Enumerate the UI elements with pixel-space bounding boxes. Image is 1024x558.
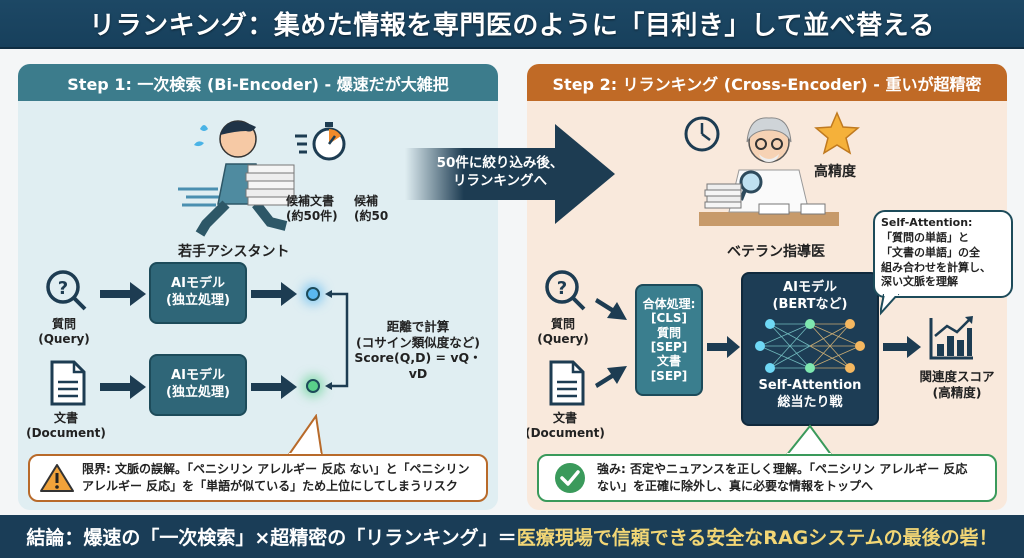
conclusion-text: 結論：爆速の「一次検索」×超精密の「リランキング」＝ <box>26 527 517 549</box>
query-sub: (Query) <box>38 332 90 346</box>
concat-line: 合体処理: <box>642 296 696 311</box>
precision-label: 高精度 <box>814 164 856 180</box>
bubble-line: 「文書の単語」の全 <box>881 245 980 259</box>
step2-header: Step 2: リランキング (Cross-Encoder) - 重いが超精密 <box>527 64 1007 101</box>
svg-text:?: ? <box>557 278 567 299</box>
bert-model-box: AIモデル (BERTなど) Self-Attention 総当たり戦 <box>741 272 879 426</box>
running-assistant-icon <box>178 120 295 237</box>
arrow-right-icon <box>883 336 921 358</box>
candidates-count: (約50件) <box>286 209 338 223</box>
star-icon <box>814 111 860 155</box>
big-arrow-shape <box>405 124 615 224</box>
arrow-right-icon <box>100 282 146 306</box>
query-text: 質問 <box>51 317 76 331</box>
warning-icon <box>40 464 74 492</box>
limitation-callout: 限界: 文脈の誤解。「ペニシリン アレルギー 反応 ない」と「ペニシリン アレル… <box>28 454 488 502</box>
arrow-right-icon <box>707 336 740 358</box>
candidates-count-2: (約50 <box>354 209 389 223</box>
model-sub: (独立処理) <box>166 385 230 400</box>
model-label: AIモデル <box>171 276 225 292</box>
relevance-score-label: 関連度スコア (高精度) <box>912 369 1002 400</box>
concat-line: 質問 <box>656 325 681 340</box>
concat-line: [SEP] <box>650 340 688 354</box>
distance-calc-label: 距離で計算 (コサイン類似度など) Score(Q,D) = vQ・vD <box>348 319 488 382</box>
document-icon <box>549 360 585 406</box>
query-vector-dot <box>306 287 320 301</box>
document-vector-dot <box>306 379 320 393</box>
query-search-icon: ? <box>545 270 586 311</box>
distance-bracket-icon <box>325 290 349 390</box>
check-circle-icon <box>555 463 585 493</box>
conclusion-highlight: 医療現場で信頼できる安全なRAGシステムの最後の砦！ <box>516 527 998 549</box>
transition-line: 50件に絞り込み後、 <box>436 155 564 171</box>
score-formula: Score(Q,D) = vQ・vD <box>354 350 482 381</box>
neural-network-icon <box>755 318 865 373</box>
model-sub: (独立処理) <box>166 293 230 308</box>
document-label: 文書 (Document) <box>26 411 106 441</box>
concat-line: [SEP] <box>650 368 688 383</box>
document-label: 文書 (Document) <box>527 411 605 441</box>
step1-header: Step 1: 一次検索 (Bi-Encoder) - 爆速だが大雑把 <box>18 64 498 101</box>
doc-sub: (Document) <box>527 426 605 440</box>
strength-callout: 強み: 否定やニュアンスを正しく理解。「ペニシリン アレルギー 反応 ない」を正… <box>537 454 997 502</box>
arrow-right-icon <box>251 375 297 399</box>
score-sub: (高精度) <box>932 384 982 400</box>
self-attention-bubble: Self-Attention: 「質問の単語」と 「文書の単語」の全 組み合わせ… <box>873 210 1013 298</box>
transition-text: 50件に絞り込み後、 リランキングへ <box>425 154 575 190</box>
candidates-label: 候補文書 (約50件) <box>286 194 338 224</box>
veteran-doctor-icon <box>699 117 839 226</box>
bubble-line: Self-Attention: <box>881 216 973 229</box>
step1-panel: Step 1: 一次検索 (Bi-Encoder) - 爆速だが大雑把 <box>18 64 498 510</box>
strength-text: 強み: 否定やニュアンスを正しく理解。「ペニシリン アレルギー 反応 ない」を正… <box>597 461 968 493</box>
transition-line: リランキングへ <box>452 173 548 190</box>
doc-sub: (Document) <box>26 426 106 440</box>
attention-sub: 総当たり戦 <box>777 394 843 410</box>
score-chart-icon <box>929 316 973 360</box>
candidates-text-2: 候補 <box>354 194 379 208</box>
bubble-line: 深い文脈を理解 <box>881 275 958 289</box>
query-sub: (Query) <box>537 332 589 346</box>
arrow-diagonal-down-icon <box>595 298 627 320</box>
concat-input-box: 合体処理: [CLS] 質問 [SEP] 文書 [SEP] <box>635 284 703 396</box>
candidates-label-duplicate: 候補 (約50 <box>354 194 388 224</box>
bubble-pointer <box>880 294 900 316</box>
doc-text: 文書 <box>552 411 577 425</box>
assistant-label: 若手アシスタント <box>178 244 290 260</box>
document-icon <box>50 360 86 406</box>
concat-line: [CLS] <box>650 311 688 326</box>
model-sub: (BERTなど) <box>772 296 848 312</box>
model-label: AIモデル <box>783 280 837 295</box>
distance-title: 距離で計算 <box>386 319 450 334</box>
clock-icon <box>684 116 720 152</box>
query-text: 質問 <box>550 317 575 331</box>
score-label: 関連度スコア <box>919 369 995 384</box>
ai-model-box-query: AIモデル (独立処理) <box>149 262 247 324</box>
concat-line: 文書 <box>656 354 681 369</box>
callout-pointer <box>784 424 834 456</box>
arrow-diagonal-up-icon <box>595 366 627 388</box>
arrow-right-icon <box>251 282 297 306</box>
page-title: リランキング：集めた情報を専門医のように「目利き」して並べ替える <box>89 11 935 41</box>
svg-text:?: ? <box>58 278 68 299</box>
query-label: 質問 (Query) <box>535 317 591 347</box>
query-search-icon: ? <box>46 270 87 311</box>
limitation-text: 限界: 文脈の誤解。「ペニシリン アレルギー 反応 ない」と「ペニシリン アレル… <box>82 461 470 493</box>
bubble-line: 組み合わせを計算し、 <box>881 260 991 274</box>
attention-label: Self-Attention <box>758 377 862 393</box>
doc-text: 文書 <box>53 411 78 425</box>
conclusion-bar: 結論：爆速の「一次検索」×超精密の「リランキング」＝ 医療現場で信頼できる安全な… <box>0 515 1024 558</box>
bubble-line: 「質問の単語」と <box>881 230 969 244</box>
arrow-right-icon <box>100 375 146 399</box>
distance-sub: (コサイン類似度など) <box>356 334 480 350</box>
callout-pointer <box>286 414 324 456</box>
stopwatch-icon <box>295 122 346 161</box>
query-label: 質問 (Query) <box>36 317 92 347</box>
title-bar: リランキング：集めた情報を専門医のように「目利き」して並べ替える <box>0 0 1024 49</box>
step2-panel: Step 2: リランキング (Cross-Encoder) - 重いが超精密 <box>527 64 1007 510</box>
model-label: AIモデル <box>171 368 225 384</box>
candidates-text: 候補文書 <box>286 194 335 208</box>
doctor-label: ベテラン指導医 <box>727 244 825 260</box>
ai-model-box-document: AIモデル (独立処理) <box>149 354 247 416</box>
